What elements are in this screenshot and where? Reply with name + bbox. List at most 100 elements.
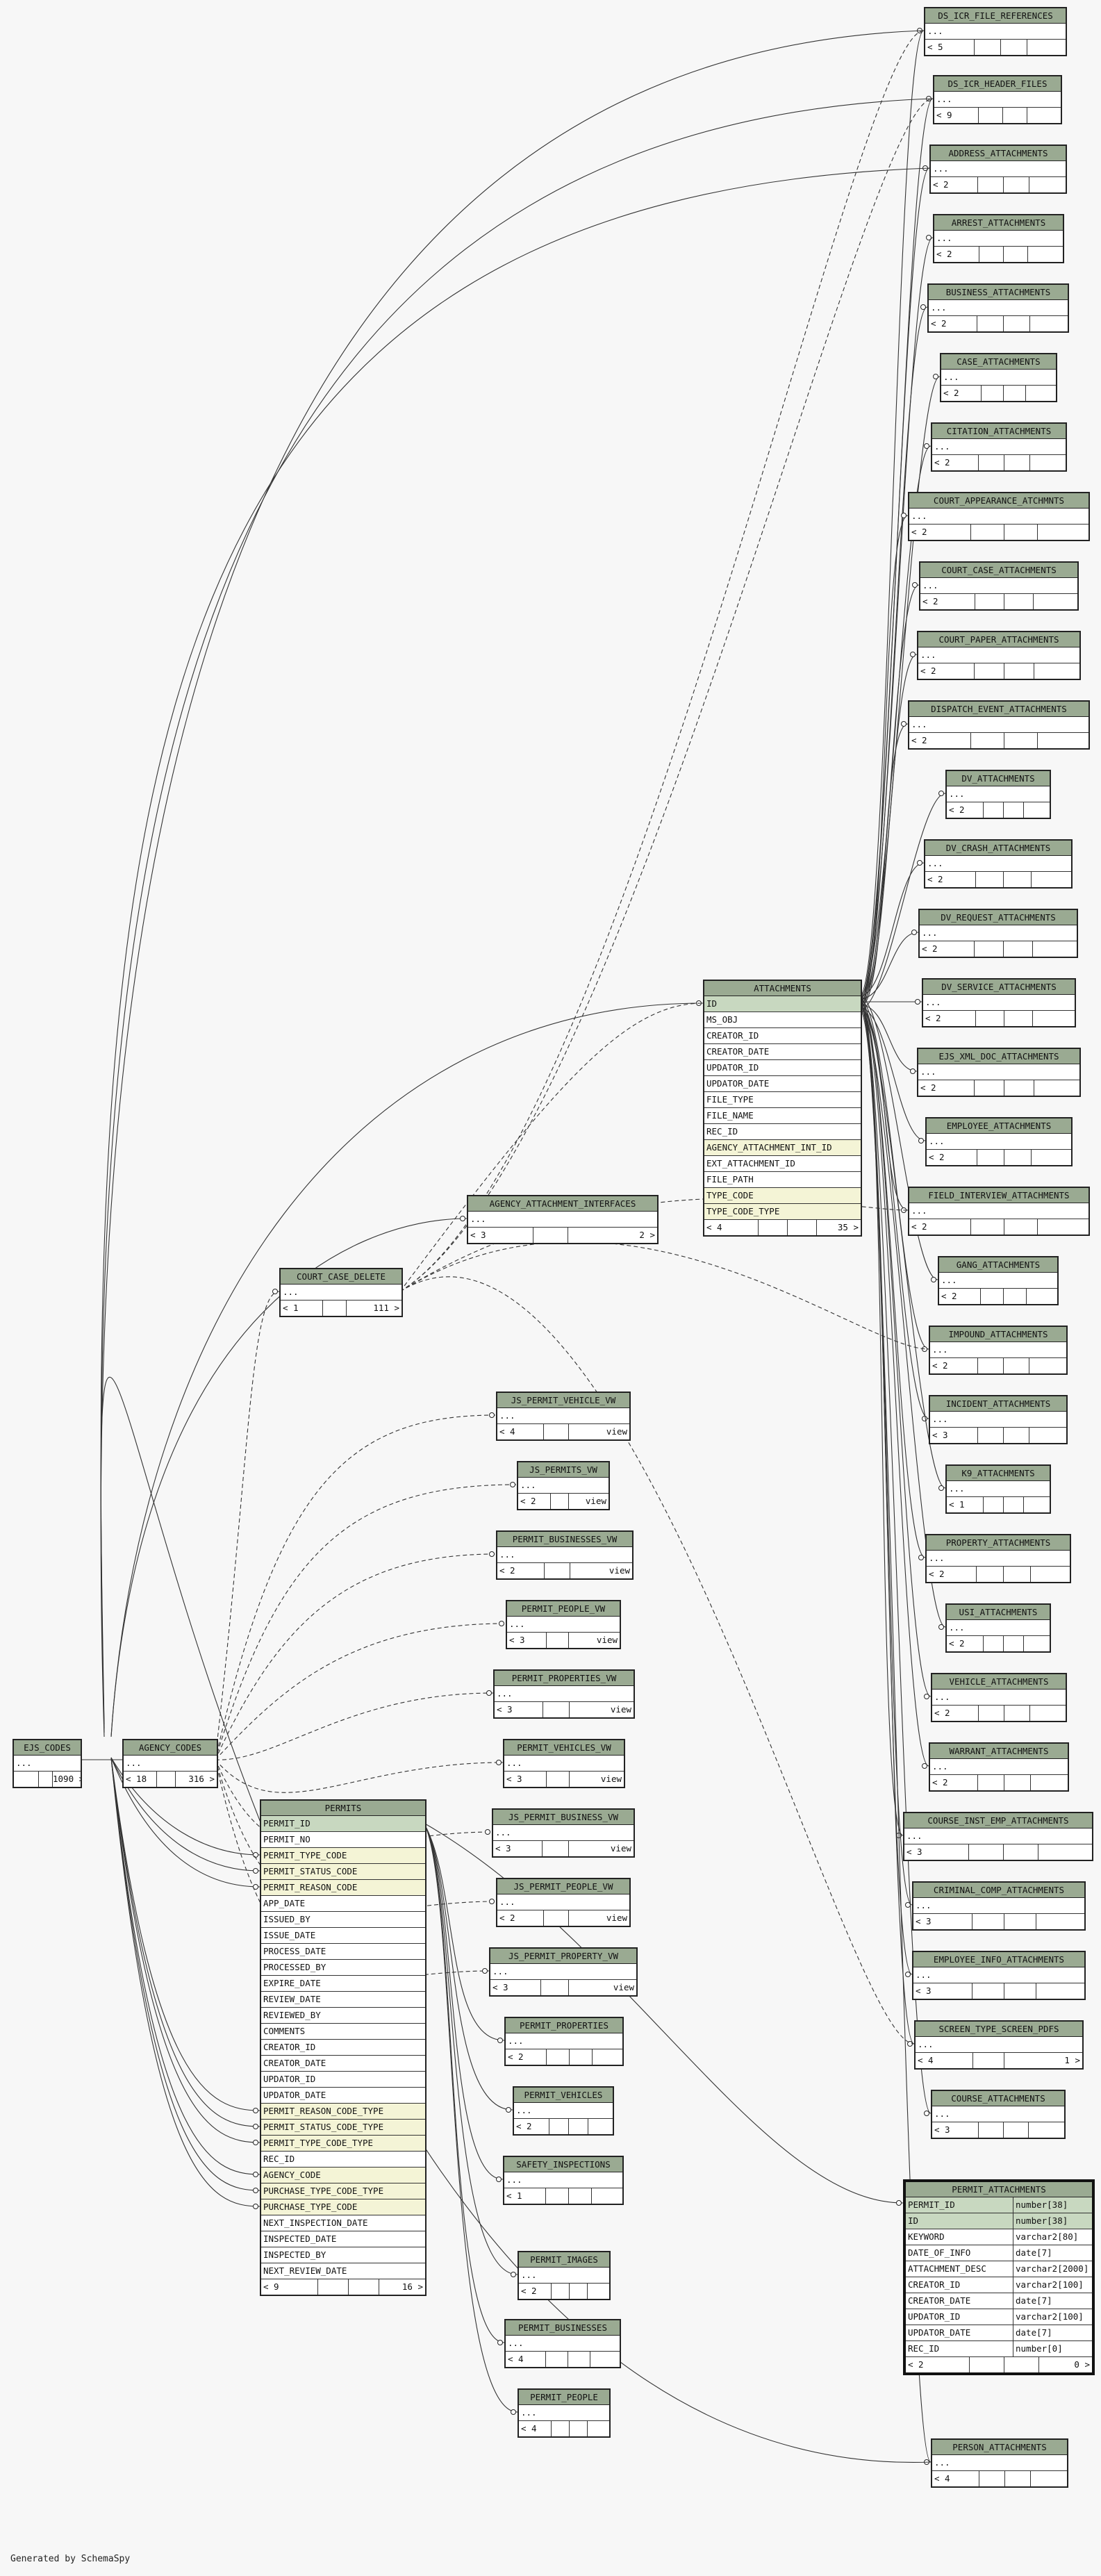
relationship-endpoint-marker [905,1972,911,1977]
table-title: PERMIT_PROPERTIES_VW [495,1671,634,1686]
parent-count: < 2 [927,1150,977,1165]
relationship-line [215,1291,280,1758]
table-title: PERMIT_BUSINESSES_VW [497,1532,632,1547]
table-arrest-attachments[interactable]: ARREST_ATTACHMENTS...< 2 [933,214,1064,263]
parent-count: < 2 [925,872,976,887]
table-permit-vehicles[interactable]: PERMIT_VEHICLES...< 2 [513,2086,614,2136]
footer-cell [979,108,1003,123]
table-course-attachments[interactable]: COURSE_ATTACHMENTS...< 3 [931,2090,1066,2139]
footer-cell [1004,1358,1029,1373]
table-course-inst-emp-attachments[interactable]: COURSE_INST_EMP_ATTACHMENTS...< 3 [903,1812,1093,1861]
table-citation-attachments[interactable]: CITATION_ATTACHMENTS...< 2 [931,422,1067,472]
parent-count: < 3 [507,1633,547,1648]
table-permit-properties[interactable]: PERMIT_PROPERTIES...< 2 [504,2017,624,2066]
relationship-line [100,98,934,1733]
collapsed-columns: ... [916,2037,1082,2053]
footer-cell [1004,1636,1024,1651]
table-field-interview-attachments[interactable]: FIELD_INTERVIEW_ATTACHMENTS...< 2 [908,1187,1090,1236]
relationship-line [215,1553,497,1760]
table-title: AGENCY_ATTACHMENT_INTERFACES [468,1196,657,1212]
parent-count: < 2 [909,733,971,748]
table-permit-people[interactable]: PERMIT_PEOPLE...< 4 [518,2388,611,2438]
relationship-line [859,996,932,1697]
footer-cell [1005,2471,1031,2486]
table-safety-inspections[interactable]: SAFETY_INSPECTIONS...< 1 [503,2156,624,2205]
table-person-attachments[interactable]: PERSON_ATTACHMENTS...< 4 [931,2438,1068,2488]
table-incident-attachments[interactable]: INCIDENT_ATTACHMENTS...< 3 [929,1395,1068,1444]
table-vehicle-attachments[interactable]: VEHICLE_ATTACHMENTS...< 2 [931,1673,1067,1722]
table-court-appearance-atchmnts[interactable]: COURT_APPEARANCE_ATCHMNTS...< 2 [908,492,1090,541]
table-title: INCIDENT_ATTACHMENTS [930,1396,1066,1412]
parent-count: < 2 [497,1910,544,1926]
table-ds-icr-file-references[interactable]: DS_ICR_FILE_REFERENCES...< 5 [924,7,1067,56]
child-count [1030,455,1066,470]
child-count [1034,1080,1079,1096]
table-business-attachments[interactable]: BUSINESS_ATTACHMENTS...< 2 [927,283,1069,333]
table-employee-info-attachments[interactable]: EMPLOYEE_INFO_ATTACHMENTS...< 3 [912,1951,1086,2000]
table-permit-images[interactable]: PERMIT_IMAGES...< 2 [518,2251,611,2300]
table-criminal-comp-attachments[interactable]: CRIMINAL_COMP_ATTACHMENTS...< 3 [912,1881,1086,1931]
table-title: DV_REQUEST_ATTACHMENTS [920,910,1077,925]
table-ds-icr-header-files[interactable]: DS_ICR_HEADER_FILES...< 9 [933,75,1062,124]
parent-count: < 2 [918,663,975,679]
footer-cell [971,525,1004,540]
table-title: EJS_XML_DOC_ATTACHMENTS [918,1049,1079,1064]
table-footer: 1090 > [14,1772,81,1787]
footer-cell [971,733,1004,748]
table-address-attachments[interactable]: ADDRESS_ATTACHMENTS...< 2 [929,145,1067,194]
table-title: DISPATCH_EVENT_ATTACHMENTS [909,702,1088,717]
column-row: NEXT_REVIEW_DATE [261,2263,425,2279]
table-impound-attachments[interactable]: IMPOUND_ATTACHMENTS...< 2 [929,1326,1068,1375]
table-ejs-xml-doc-attachments[interactable]: EJS_XML_DOC_ATTACHMENTS...< 2 [917,1048,1081,1097]
collapsed-columns: ... [124,1756,217,1772]
table-footer: < 2 [929,316,1068,331]
table-dv-request-attachments[interactable]: DV_REQUEST_ATTACHMENTS...< 2 [918,909,1078,958]
collapsed-columns: ... [490,1964,636,1980]
table-title: WARRANT_ATTACHMENTS [930,1744,1068,1759]
table-court-paper-attachments[interactable]: COURT_PAPER_ATTACHMENTS...< 2 [917,631,1081,680]
table-property-attachments[interactable]: PROPERTY_ATTACHMENTS...< 2 [925,1534,1071,1583]
table-case-attachments[interactable]: CASE_ATTACHMENTS...< 2 [940,353,1057,402]
relationship-endpoint-marker [253,2140,258,2145]
relationship-endpoint-marker [253,2124,258,2129]
table-usi-attachments[interactable]: USI_ATTACHMENTS...< 2 [945,1603,1051,1653]
child-count [588,2284,609,2299]
table-dv-service-attachments[interactable]: DV_SERVICE_ATTACHMENTS...< 2 [922,978,1076,1027]
table-dv-crash-attachments[interactable]: DV_CRASH_ATTACHMENTS...< 2 [924,839,1073,889]
child-count: 1090 > [53,1774,81,1784]
table-dispatch-event-attachments[interactable]: DISPATCH_EVENT_ATTACHMENTS...< 2 [908,700,1090,750]
table-employee-attachments[interactable]: EMPLOYEE_ATTACHMENTS...< 2 [925,1117,1073,1166]
child-count [1029,2122,1064,2138]
parent-count: < 2 [518,1494,551,1509]
table-gang-attachments[interactable]: GANG_ATTACHMENTS...< 2 [938,1256,1059,1305]
table-ejs-codes[interactable]: EJS_CODES...1090 > [13,1739,82,1788]
table-permit-businesses[interactable]: PERMIT_BUSINESSES...< 4 [504,2319,621,2368]
table-court-case-attachments[interactable]: COURT_CASE_ATTACHMENTS...< 2 [919,561,1079,611]
table-warrant-attachments[interactable]: WARRANT_ATTACHMENTS...< 2 [929,1742,1069,1792]
table-k9-attachments[interactable]: K9_ATTACHMENTS...< 1 [945,1464,1051,1514]
table-dv-attachments[interactable]: DV_ATTACHMENTS...< 2 [945,770,1051,819]
table-footer: < 2 [909,733,1088,748]
parent-count: < 1 [947,1497,984,1512]
